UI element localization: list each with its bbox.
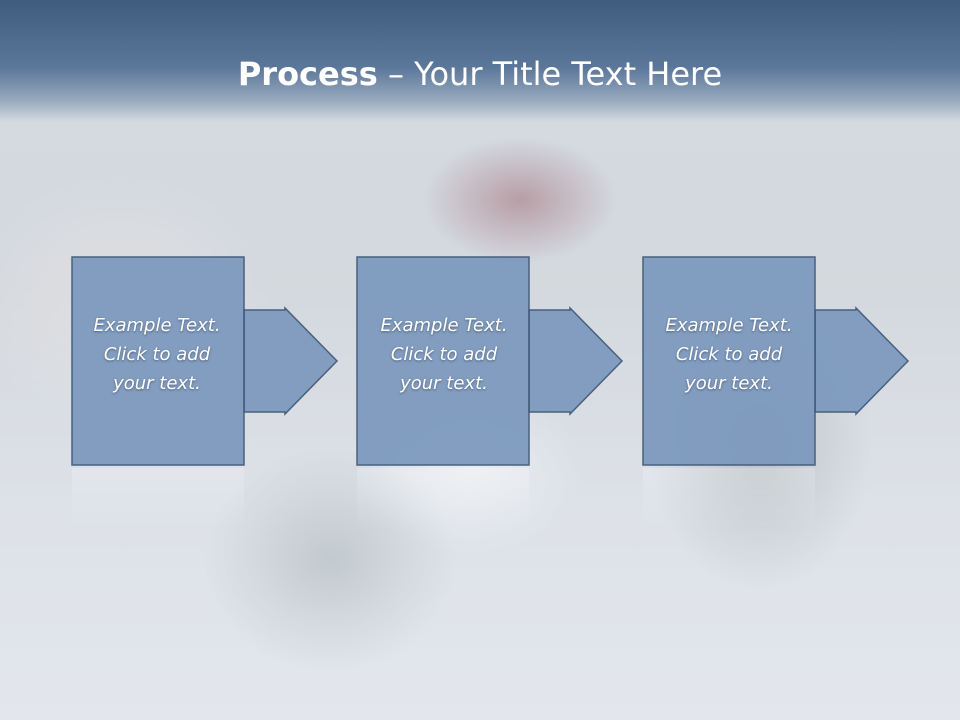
step-arrow-3 [814,306,910,416]
process-step-2[interactable] [356,256,624,466]
step-text-2[interactable]: Example Text. Click to add your text. [357,311,531,398]
step-text-1-line1: Example Text. [93,315,221,336]
step-box-1 [71,256,245,466]
step-text-1-line2: Click to add [103,344,211,365]
step-text-1[interactable]: Example Text. Click to add your text. [70,311,244,398]
reflections [72,468,815,530]
step-text-2-line2: Click to add [390,344,498,365]
step-text-3-line1: Example Text. [665,315,793,336]
step-arrow-2 [528,306,624,416]
step-text-1-line3: your text. [113,373,201,394]
reflection-1 [72,468,244,530]
step-text-2-line3: your text. [400,373,488,394]
step-box-3 [642,256,816,466]
reflection-2 [357,468,529,530]
step-arrow-1 [243,306,339,416]
title-bold: Process [237,55,378,93]
step-text-3-line2: Click to add [675,344,783,365]
step-text-3-line3: your text. [685,373,773,394]
title-rest: – Your Title Text Here [377,55,723,93]
step-text-3[interactable]: Example Text. Click to add your text. [642,311,816,398]
process-step-1[interactable] [71,256,339,466]
slide-title[interactable]: Process – Your Title Text Here [0,52,960,96]
step-text-2-line1: Example Text. [380,315,508,336]
step-box-2 [356,256,530,466]
title-bar [0,0,960,122]
process-step-3[interactable] [642,256,910,466]
reflection-3 [643,468,815,530]
